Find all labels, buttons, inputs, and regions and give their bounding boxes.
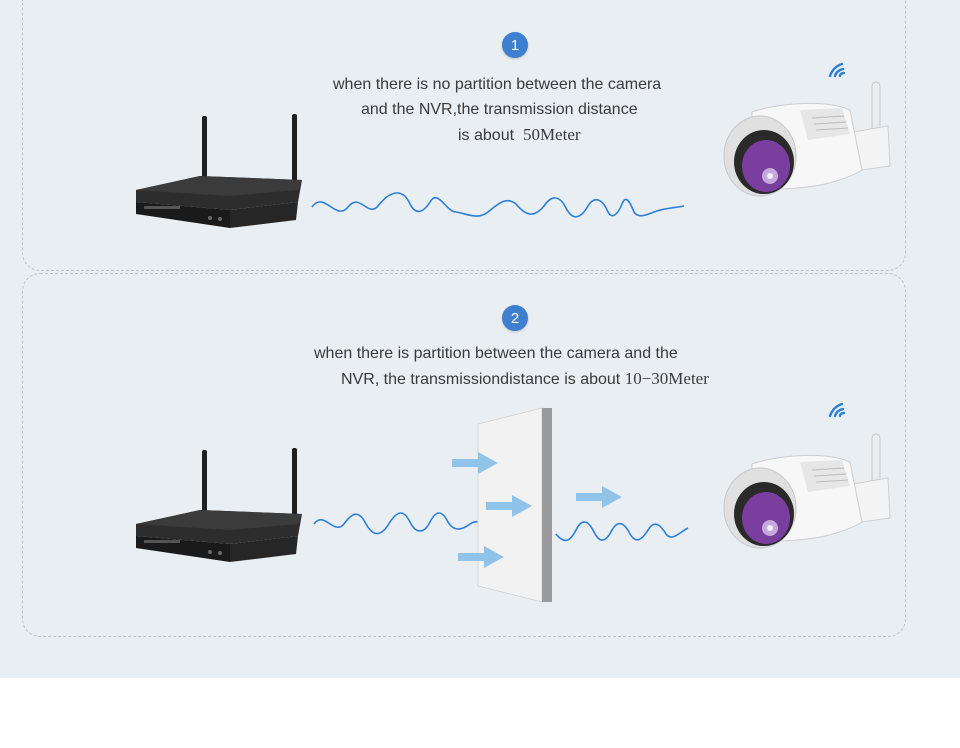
step-badge-1: 1 <box>502 32 528 58</box>
caption-line-3: is about 50Meter <box>333 122 733 148</box>
wifi-signal-icon <box>828 62 846 78</box>
signal-wave-icon <box>313 512 485 535</box>
caption-distance-label: is about <box>458 127 515 144</box>
distance-value-50m: 50Meter <box>522 125 581 144</box>
caption-distance-label: NVR, the transmissiondistance is about <box>341 371 621 388</box>
caption-line-2: and the NVR,the transmission distance <box>361 101 638 118</box>
bullet-camera-icon <box>723 433 891 549</box>
distance-value-10-30m: 10−30Meter <box>624 369 709 388</box>
caption-line-1: when there is no partition between the c… <box>333 76 662 93</box>
signal-arrow-icon <box>458 546 504 568</box>
scenario-panel-with-partition <box>22 273 906 637</box>
bullet-camera-icon <box>723 81 891 197</box>
caption-line-1: when there is partition between the came… <box>314 345 678 362</box>
caption-no-partition: when there is no partition between the c… <box>333 72 733 148</box>
caption-with-partition: when there is partition between the came… <box>314 341 774 392</box>
signal-wave-icon <box>555 521 689 542</box>
diagram-canvas: 1 when there is no partition between the… <box>0 0 960 678</box>
nvr-recorder-icon <box>136 114 302 228</box>
scenario-panel-no-partition <box>22 0 906 271</box>
signal-arrow-icon <box>576 486 622 508</box>
nvr-recorder-icon <box>136 448 302 562</box>
caption-line-2: NVR, the transmissiondistance is about 1… <box>314 366 774 392</box>
signal-arrow-icon <box>452 452 498 474</box>
signal-wave-icon <box>311 192 685 218</box>
step-badge-2: 2 <box>502 305 528 331</box>
wifi-signal-icon <box>828 402 846 418</box>
signal-arrow-icon <box>486 495 532 517</box>
